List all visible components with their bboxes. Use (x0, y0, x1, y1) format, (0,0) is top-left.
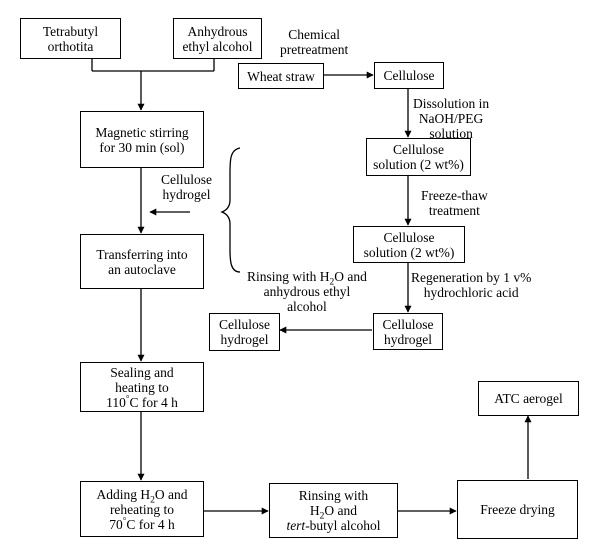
node-text-line: Wheat straw (247, 68, 315, 84)
label-line: hydrochloric acid (423, 285, 519, 300)
node-text-line: Cellulose (383, 68, 435, 83)
node-text-line: Cellulose (382, 316, 434, 332)
node-text-line: Rinsing with (298, 488, 369, 503)
label-dissolution: Dissolution in NaOH/PEG solution (413, 96, 489, 141)
node-text-line: Cellulose (383, 229, 435, 245)
node-adding-water-reheating: Adding H2O and reheating to 70°C for 4 h (80, 481, 204, 537)
temperature-value: 70 (109, 516, 123, 532)
text-part: Rinsing with H (247, 269, 330, 284)
node-text-line: H2O and (286, 503, 380, 521)
node-text-line: Freeze drying (480, 502, 555, 517)
node-text-line: 110°C for 4 h (106, 393, 178, 410)
temperature-unit: C for 4 h (129, 394, 178, 410)
label-line: hydrogel (162, 187, 211, 202)
node-text-line: hydrogel (384, 331, 432, 347)
subscript: 2 (329, 277, 335, 288)
text-part: O and (154, 486, 188, 502)
label-line: alcohol (287, 299, 327, 314)
subscript: 2 (319, 511, 325, 522)
italic-text: tert (286, 518, 306, 533)
node-wheat-straw: Wheat straw (238, 63, 324, 89)
temperature-value: 110 (106, 394, 126, 410)
node-text-line: solution (2 wt%) (373, 157, 464, 172)
subscript: 2 (150, 495, 155, 506)
text-part: O and (324, 503, 358, 518)
text-part: -butyl alcohol (305, 518, 381, 533)
label-cellulose-hydrogel-input: Cellulose hydrogel (161, 172, 212, 202)
node-text-line: Magnetic stirring (95, 124, 189, 140)
node-text-line: 70°C for 4 h (97, 515, 188, 532)
label-line: anhydrous ethyl (263, 284, 351, 299)
label-line: Dissolution in (413, 96, 490, 111)
node-atc-aerogel: ATC aerogel (478, 381, 579, 416)
node-rinsing-tert-butyl: Rinsing with H2O and tert-butyl alcohol (269, 483, 398, 538)
label-chemical-pretreatment: Chemical pretreatment (280, 27, 348, 57)
node-text-line: Transferring into (96, 246, 188, 262)
node-text-line: ATC aerogel (494, 391, 563, 406)
node-text-line: Adding H2O and (96, 486, 188, 506)
label-line: NaOH/PEG (418, 111, 484, 126)
node-text-line: an autoclave (108, 261, 176, 277)
node-text-line: orthotita (47, 38, 94, 54)
node-text-line: for 30 min (sol) (99, 139, 185, 155)
label-rinsing-ethanol: Rinsing with H2O and anhydrous ethyl alc… (247, 269, 367, 314)
label-line: Cellulose (161, 172, 212, 187)
label-freeze-thaw: Freeze-thaw treatment (421, 188, 488, 218)
node-freeze-drying: Freeze drying (457, 480, 578, 539)
label-line: Freeze-thaw (421, 188, 488, 203)
node-text-line: Cellulose (393, 142, 444, 157)
degree-symbol: ° (125, 393, 130, 403)
node-text-line: Cellulose (219, 317, 270, 332)
node-text-line: ethyl alcohol (182, 38, 253, 54)
label-regeneration: Regeneration by 1 v% hydrochloric acid (411, 270, 531, 300)
node-text-line: tert-butyl alcohol (286, 518, 380, 533)
node-cellulose: Cellulose (374, 62, 444, 89)
node-text-line: heating to (115, 379, 169, 395)
label-line: treatment (428, 203, 480, 218)
label-line: Rinsing with H2O and (247, 269, 367, 287)
text-part: O and (334, 269, 367, 284)
label-line: pretreatment (280, 42, 349, 57)
node-text-line: Anhydrous (187, 23, 248, 39)
temperature-unit: C for 4 h (126, 516, 175, 532)
degree-symbol: ° (122, 515, 127, 525)
label-line: Chemical (288, 27, 340, 42)
label-line: solution (429, 126, 473, 141)
text-part: Adding H (96, 486, 151, 502)
node-sealing-heating: Sealing and heating to 110°C for 4 h (80, 362, 204, 412)
curly-brace (220, 147, 241, 273)
node-text-line: Tetrabutyl (42, 23, 99, 39)
node-text-line: solution (2 wt%) (363, 244, 455, 260)
node-text-line: reheating to (109, 501, 175, 517)
text-part: H (309, 503, 320, 518)
node-text-line: Sealing and (110, 364, 174, 380)
node-text-line: hydrogel (220, 332, 269, 347)
label-line: Regeneration by 1 v% (411, 270, 532, 285)
